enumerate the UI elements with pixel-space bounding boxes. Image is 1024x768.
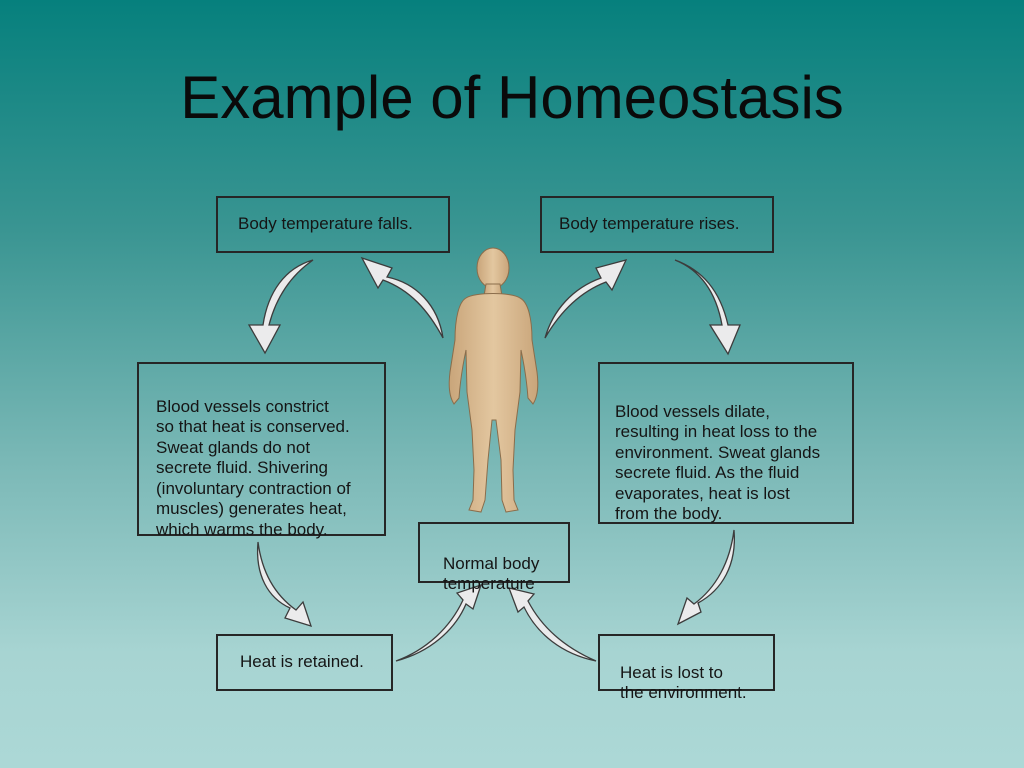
box-blood-vessels-constrict: Blood vessels constrict so that heat is … — [137, 362, 386, 539]
box-text: Heat is retained. — [240, 652, 364, 672]
box-text: Normal body temperature — [443, 553, 540, 594]
box-heat-is-retained: Heat is retained. — [216, 634, 393, 691]
box-blood-vessels-dilate: Blood vessels dilate, resulting in heat … — [598, 362, 854, 524]
curved-arrow-icon — [256, 541, 313, 627]
arrow-falls-to-constrict — [247, 259, 314, 355]
box-text: Body temperature falls. — [238, 214, 413, 234]
arrow-dilate-to-lost — [676, 529, 736, 626]
arrow-retained-to-normal — [395, 583, 483, 662]
human-figure-icon — [448, 247, 539, 513]
curved-arrow-icon — [247, 259, 314, 355]
curved-arrow-icon — [395, 583, 483, 662]
box-body-temperature-falls: Body temperature falls. — [216, 196, 450, 253]
curved-arrow-icon — [544, 259, 628, 339]
arrow-falls-from-figure — [360, 256, 444, 339]
slide-title: Example of Homeostasis — [180, 64, 844, 131]
box-body-temperature-rises: Body temperature rises. — [540, 196, 774, 253]
box-heat-is-lost: Heat is lost to the environment. — [598, 634, 775, 702]
curved-arrow-icon — [360, 256, 444, 339]
box-text: Blood vessels constrict so that heat is … — [156, 396, 351, 539]
curved-arrow-icon — [676, 529, 736, 626]
arrow-lost-to-normal — [507, 587, 597, 662]
curved-arrow-icon — [507, 587, 597, 662]
arrow-constrict-to-retained — [256, 541, 313, 627]
box-text: Heat is lost to the environment. — [620, 662, 747, 703]
box-text: Blood vessels dilate, resulting in heat … — [615, 401, 821, 524]
box-normal-body-temperature: Normal body temperature — [418, 522, 570, 593]
curved-arrow-icon — [674, 259, 741, 356]
box-text: Body temperature rises. — [559, 214, 740, 234]
arrow-rises-to-dilate — [674, 259, 741, 356]
arrow-rises-from-figure — [544, 259, 628, 339]
